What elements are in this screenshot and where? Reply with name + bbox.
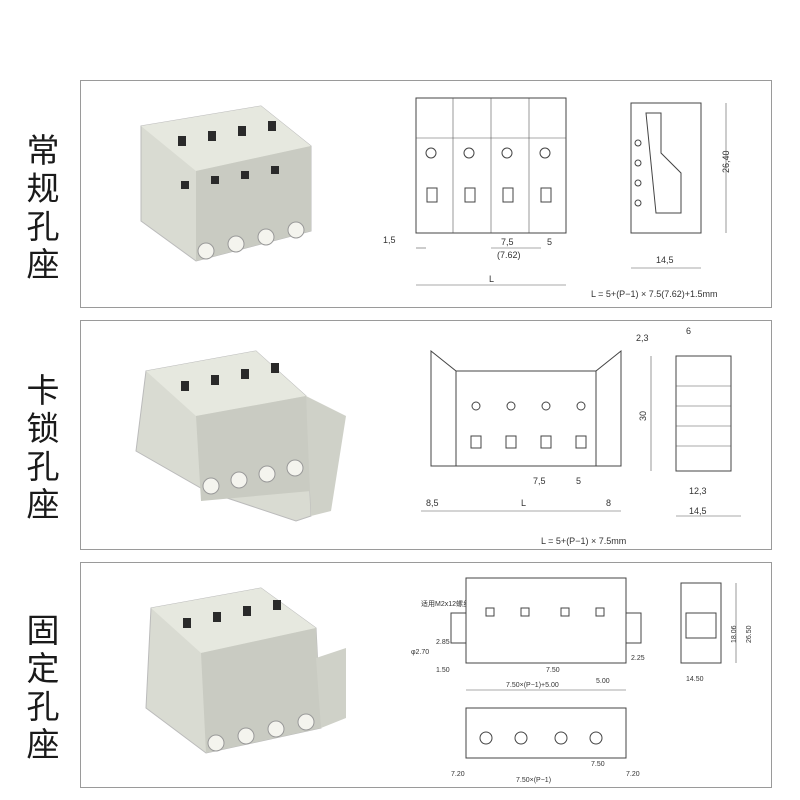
formula-latch: L = 5+(P−1) × 7.5mm xyxy=(541,536,626,546)
svg-text:7.50: 7.50 xyxy=(546,667,560,674)
svg-text:7.20: 7.20 xyxy=(626,771,640,778)
front-drawing-regular: 1,5 7,5 (7.62) 5 L xyxy=(383,97,567,286)
connector-image-latch xyxy=(135,350,346,522)
panel-regular: 1,5 7,5 (7.62) 5 L 26,40 14,5 L = 5+(P−1… xyxy=(80,80,772,308)
svg-text:适用M2x12螺丝: 适用M2x12螺丝 xyxy=(421,599,470,608)
row-label-regular: 常规孔座 xyxy=(26,131,60,284)
svg-text:14,5: 14,5 xyxy=(656,255,674,265)
svg-text:8: 8 xyxy=(606,498,611,508)
svg-text:30: 30 xyxy=(638,411,648,421)
svg-text:12,3: 12,3 xyxy=(689,486,707,496)
svg-text:L: L xyxy=(521,498,526,508)
svg-text:φ2.70: φ2.70 xyxy=(411,649,429,656)
svg-text:7,5: 7,5 xyxy=(501,237,514,247)
svg-text:2,3: 2,3 xyxy=(636,333,649,343)
connector-image-regular xyxy=(140,105,312,262)
svg-text:7.20: 7.20 xyxy=(451,771,465,778)
svg-text:L = 5+(P−1) × 7.5mm: L = 5+(P−1) × 7.5mm xyxy=(541,536,626,546)
panel-latch: 7,5 5 8,5 L 8 2,3 6 30 12,3 14,5 L = 5+(… xyxy=(80,320,772,550)
front-drawing-fixed: 适用M2x12螺丝 φ2.70 2.85 1.50 7.50 2.25 5.00… xyxy=(411,577,645,784)
svg-text:14,5: 14,5 xyxy=(689,506,707,516)
svg-text:7.50×(P−1): 7.50×(P−1) xyxy=(516,777,551,784)
svg-text:5.00: 5.00 xyxy=(596,678,610,685)
svg-text:14.50: 14.50 xyxy=(686,676,704,683)
svg-text:6: 6 xyxy=(686,326,691,336)
svg-text:18.06: 18.06 xyxy=(731,625,738,643)
side-drawing-regular: 26,40 14,5 xyxy=(630,102,731,269)
svg-text:L = 5+(P−1) × 7.5(7.62)+1.5mm: L = 5+(P−1) × 7.5(7.62)+1.5mm xyxy=(591,289,718,299)
side-drawing-fixed: 18.06 26.50 14.50 xyxy=(680,582,753,683)
svg-text:2.85: 2.85 xyxy=(436,639,450,646)
formula-regular: L = 5+(P−1) × 7.5(7.62)+1.5mm xyxy=(591,289,718,299)
row-label-fixed: 固定孔座 xyxy=(26,611,60,764)
svg-text:L: L xyxy=(489,274,494,284)
side-drawing-latch: 2,3 6 30 12,3 14,5 xyxy=(636,326,741,517)
svg-text:1.50: 1.50 xyxy=(436,667,450,674)
panel-fixed: 适用M2x12螺丝 φ2.70 2.85 1.50 7.50 2.25 5.00… xyxy=(80,562,772,788)
svg-text:26,40: 26,40 xyxy=(721,150,731,173)
svg-text:8,5: 8,5 xyxy=(426,498,439,508)
svg-text:7,5: 7,5 xyxy=(533,476,546,486)
connector-image-fixed xyxy=(145,587,346,754)
svg-text:26.50: 26.50 xyxy=(746,625,753,643)
svg-text:5: 5 xyxy=(576,476,581,486)
svg-text:(7.62): (7.62) xyxy=(497,250,521,260)
svg-text:5: 5 xyxy=(547,237,552,247)
row-label-latch: 卡锁孔座 xyxy=(26,371,60,524)
svg-text:2.25: 2.25 xyxy=(631,655,645,662)
front-drawing-latch: 7,5 5 8,5 L 8 xyxy=(421,349,622,512)
svg-text:1,5: 1,5 xyxy=(383,235,396,245)
svg-text:7.50: 7.50 xyxy=(591,761,605,768)
svg-text:7.50×(P−1)+5.00: 7.50×(P−1)+5.00 xyxy=(506,682,559,689)
